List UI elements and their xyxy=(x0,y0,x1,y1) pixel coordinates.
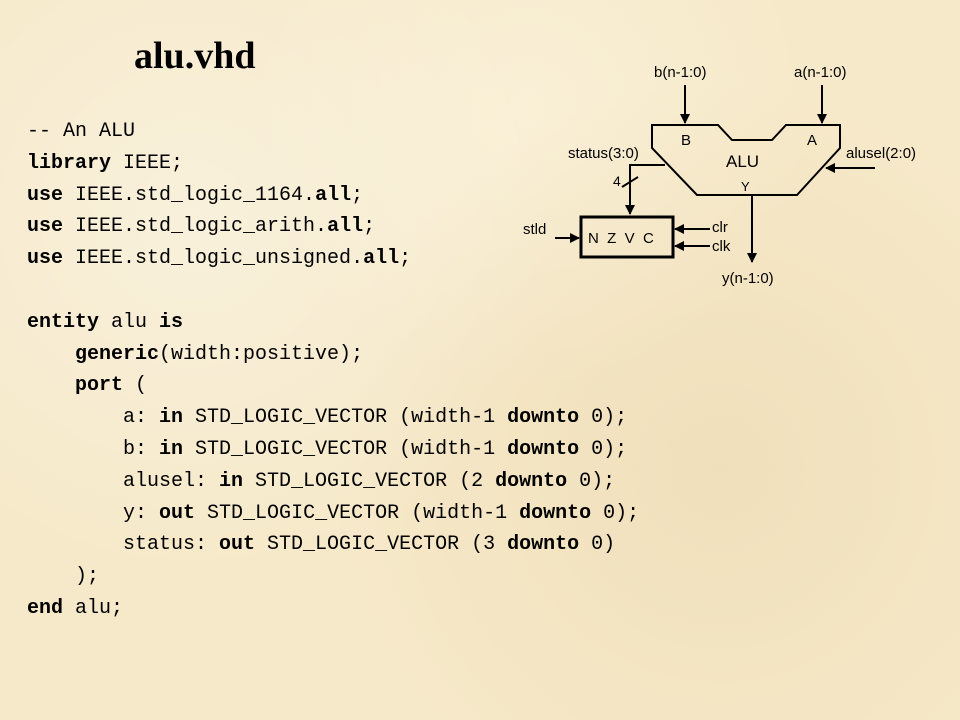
code-line: b: in STD_LOGIC_VECTOR (width-1 downto 0… xyxy=(27,434,639,466)
status-register xyxy=(579,215,675,259)
code-text: ; xyxy=(351,183,364,207)
code-keyword: in xyxy=(219,469,244,493)
code-keyword: port xyxy=(75,374,124,398)
code-text: status: xyxy=(27,533,220,557)
code-text: alusel: xyxy=(27,469,220,493)
code-keyword: in xyxy=(159,437,184,461)
code-keyword: use xyxy=(27,183,64,207)
code-keyword: out xyxy=(219,533,256,557)
alu-port-y: Y xyxy=(741,179,750,194)
slide-title: alu.vhd xyxy=(134,35,256,77)
code-text xyxy=(27,343,75,366)
code-text: alu xyxy=(99,310,160,334)
code-text: 0); xyxy=(579,406,628,430)
alu-body xyxy=(651,124,841,196)
a-input-label: a(n-1:0) xyxy=(794,64,847,81)
code-line: a: in STD_LOGIC_VECTOR (width-1 downto 0… xyxy=(27,402,639,434)
status-flags-label: N Z V C xyxy=(588,230,654,247)
bus-width-slash xyxy=(621,176,639,188)
code-keyword: generic xyxy=(75,342,160,366)
clr-label: clr xyxy=(712,219,728,236)
code-line: y: out STD_LOGIC_VECTOR (width-1 downto … xyxy=(27,498,639,530)
code-line: end alu; xyxy=(27,593,639,625)
code-text: IEEE; xyxy=(111,151,184,175)
code-text: a: xyxy=(27,406,160,430)
code-keyword: use xyxy=(27,247,64,271)
alu-block-diagram: b(n-1:0) a(n-1:0) B A ALU Y alusel(2:0) … xyxy=(523,64,916,287)
code-line: alusel: in STD_LOGIC_VECTOR (2 downto 0)… xyxy=(27,466,639,498)
code-text: ; xyxy=(399,247,412,271)
code-keyword: entity xyxy=(27,310,100,334)
code-text: ; xyxy=(363,215,376,239)
code-keyword: use xyxy=(27,215,64,239)
code-text: 0); xyxy=(579,437,628,461)
code-keyword: all xyxy=(315,183,352,207)
code-keyword: downto xyxy=(507,406,580,430)
code-text: ( xyxy=(123,374,148,398)
code-text: 0); xyxy=(567,469,616,493)
stld-label: stld xyxy=(523,221,546,238)
bus-width-label: 4 xyxy=(613,173,621,189)
code-keyword: in xyxy=(159,406,184,430)
code-text: STD_LOGIC_VECTOR (width-1 xyxy=(183,406,508,430)
code-line: -- An ALU xyxy=(27,116,639,148)
code-keyword: library xyxy=(27,151,112,175)
code-keyword: all xyxy=(363,247,400,271)
alu-label: ALU xyxy=(726,152,759,171)
alusel-label: alusel(2:0) xyxy=(846,145,916,162)
alu-port-a: A xyxy=(807,132,817,149)
code-text: IEEE.std_logic_unsigned. xyxy=(63,247,364,271)
alu-port-b: B xyxy=(681,132,691,149)
code-text: 0); xyxy=(591,501,640,525)
code-keyword: out xyxy=(159,501,196,525)
code-text: IEEE.std_logic_arith. xyxy=(63,215,328,239)
status-label: status(3:0) xyxy=(568,145,639,162)
code-line: use IEEE.std_logic_arith.all; xyxy=(27,211,639,243)
code-keyword: downto xyxy=(507,437,580,461)
y-output-label: y(n-1:0) xyxy=(722,270,774,287)
clk-label: clk xyxy=(712,238,731,255)
code-text: alu; xyxy=(63,596,124,620)
b-input-label: b(n-1:0) xyxy=(654,64,707,81)
code-keyword: end xyxy=(27,596,64,620)
code-text: IEEE.std_logic_1164. xyxy=(63,183,316,207)
code-text: y: xyxy=(27,501,160,525)
code-line: use IEEE.std_logic_1164.all; xyxy=(27,180,639,212)
code-line: library IEEE; xyxy=(27,148,639,180)
code-keyword: all xyxy=(327,215,364,239)
code-line: port ( xyxy=(27,370,639,402)
code-text: STD_LOGIC_VECTOR (2 xyxy=(243,469,496,493)
code-keyword: downto xyxy=(495,469,568,493)
code-text: -- An ALU xyxy=(27,120,136,143)
code-line: entity alu is xyxy=(27,307,639,339)
code-text: (width:positive); xyxy=(159,342,364,366)
code-text: STD_LOGIC_VECTOR (width-1 xyxy=(183,437,508,461)
code-keyword: is xyxy=(159,310,184,334)
code-keyword: downto xyxy=(519,501,592,525)
code-text: STD_LOGIC_VECTOR (3 xyxy=(255,533,508,557)
code-text: ); xyxy=(27,565,100,589)
code-line: generic(width:positive); xyxy=(27,339,639,371)
code-text: b: xyxy=(27,437,160,461)
status-bus-arrow xyxy=(625,164,665,215)
code-text xyxy=(27,374,75,397)
code-line: ); xyxy=(27,561,639,593)
code-line: status: out STD_LOGIC_VECTOR (3 downto 0… xyxy=(27,529,639,561)
code-text: 0) xyxy=(579,533,616,557)
code-keyword: downto xyxy=(507,533,580,557)
code-line: use IEEE.std_logic_unsigned.all; xyxy=(27,243,639,275)
code-text: STD_LOGIC_VECTOR (width-1 xyxy=(195,501,520,525)
